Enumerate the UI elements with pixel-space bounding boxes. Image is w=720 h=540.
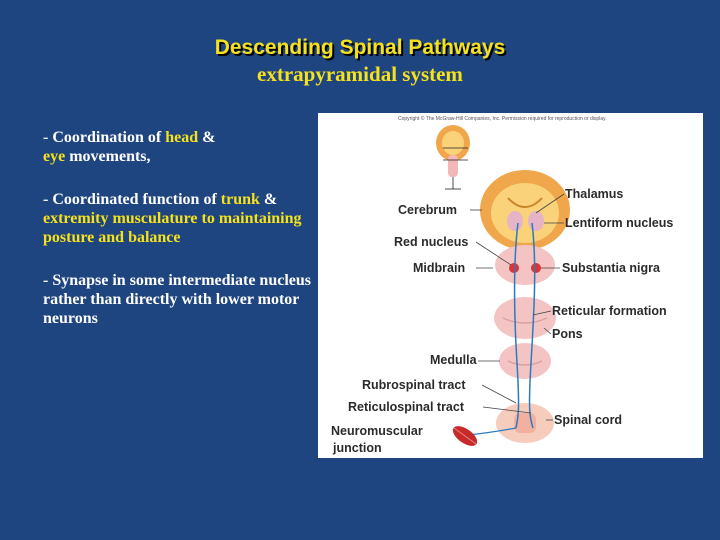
mini-brain-icon	[436, 125, 470, 190]
pathway-diagram: Copyright © The McGraw-Hill Companies, I…	[331, 115, 673, 455]
bullet-1-text-c: movements,	[65, 148, 151, 165]
muscle-icon	[452, 426, 478, 446]
label-lentiform-nucleus: Lentiform nucleus	[565, 216, 673, 230]
title-subtitle: extrapyramidal system	[257, 62, 463, 86]
bullet-2-text-b: &	[259, 191, 278, 208]
label-cerebrum: Cerebrum	[398, 203, 457, 217]
label-neuromuscular: Neuromuscular	[331, 424, 423, 438]
label-junction: junction	[332, 441, 382, 455]
bullet-list: - Coordination of head & eye movements, …	[43, 128, 315, 352]
label-midbrain: Midbrain	[413, 261, 465, 275]
label-reticular-formation: Reticular formation	[552, 304, 667, 318]
label-substantia-nigra: Substantia nigra	[562, 261, 661, 275]
slide-title: Descending Spinal Pathways extrapyramida…	[0, 36, 720, 87]
bullet-2-text-a: - Coordinated function of	[43, 191, 221, 208]
bullet-1-highlight-eye: eye	[43, 148, 66, 165]
bullet-1-text-b: &	[198, 129, 216, 146]
title-main: Descending Spinal Pathways	[214, 36, 506, 59]
label-spinal-cord: Spinal cord	[554, 413, 622, 427]
bullet-1-text-a: - Coordination of	[43, 129, 166, 146]
rubrospinal-tract-line	[513, 222, 520, 429]
pathway-figure: Copyright © The McGraw-Hill Companies, I…	[318, 113, 703, 458]
bullet-3: - Synapse in some intermediate nucleus r…	[43, 271, 315, 328]
label-medulla: Medulla	[430, 353, 478, 367]
midbrain-section	[495, 245, 555, 285]
label-pons: Pons	[552, 327, 583, 341]
label-red-nucleus: Red nucleus	[394, 235, 468, 249]
label-reticulospinal-tract: Reticulospinal tract	[348, 400, 465, 414]
bullet-1-highlight-head: head	[165, 129, 199, 146]
pons-section	[494, 297, 556, 339]
cerebrum-section	[480, 170, 570, 250]
medulla-section	[499, 343, 551, 379]
bullet-2: - Coordinated function of trunk & extrem…	[43, 190, 315, 247]
bullet-2-highlight-trunk: trunk	[220, 191, 260, 208]
spinal-cord-section	[496, 403, 554, 443]
label-rubrospinal-tract: Rubrospinal tract	[362, 378, 466, 392]
label-thalamus: Thalamus	[565, 187, 623, 201]
copyright-note: Copyright © The McGraw-Hill Companies, I…	[398, 115, 607, 122]
bullet-1: - Coordination of head & eye movements,	[43, 128, 315, 166]
bullet-2-highlight-extremity: extremity musculature to maintaining pos…	[43, 210, 302, 246]
reticulospinal-tract-line	[528, 222, 536, 429]
bullet-3-text: - Synapse in some intermediate nucleus r…	[43, 272, 311, 327]
